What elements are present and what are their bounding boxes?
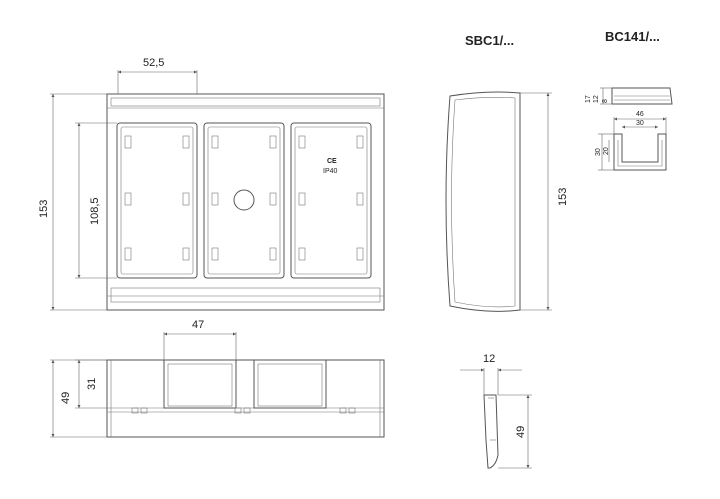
bc-outer-height: 30 bbox=[595, 148, 602, 156]
bottom-cutout-1 bbox=[163, 359, 237, 409]
bottom-cutout-2 bbox=[253, 359, 327, 409]
dim-small-height: 49 bbox=[515, 426, 527, 438]
bc141-profile: 17 12 8 bbox=[585, 87, 673, 105]
front-view: CE IP40 52,5 153 108,5 bbox=[38, 57, 385, 311]
dim-front-height: 153 bbox=[38, 200, 50, 218]
bc-dim-12: 12 bbox=[593, 95, 600, 103]
ip40-mark: IP40 bbox=[323, 168, 338, 175]
dim-bottom-inner-height: 31 bbox=[86, 378, 98, 390]
bottom-view: 47 49 31 bbox=[50, 319, 385, 438]
dim-bottom-height: 49 bbox=[60, 392, 72, 404]
front-cell-1 bbox=[116, 122, 198, 279]
side-profile bbox=[445, 91, 521, 312]
front-outer-frame bbox=[106, 93, 385, 311]
bc-outer-width: 46 bbox=[636, 111, 644, 118]
ce-mark: CE bbox=[327, 158, 337, 165]
cable-entry-hole bbox=[233, 189, 255, 211]
front-top-rail bbox=[110, 97, 381, 107]
bc141-channel bbox=[613, 133, 667, 171]
small-side-view: 12 49 bbox=[460, 353, 532, 469]
dim-front-width: 52,5 bbox=[143, 57, 164, 69]
title-bc141: BC141/... bbox=[605, 29, 660, 44]
bc-dim-17: 17 bbox=[585, 95, 592, 103]
dim-side-height: 153 bbox=[557, 188, 569, 206]
dim-small-width: 12 bbox=[483, 353, 495, 365]
bc141-top-profile bbox=[611, 87, 673, 105]
front-bottom-rail bbox=[110, 287, 381, 303]
bc141-section: 46 30 30 20 bbox=[595, 111, 667, 171]
front-cell-3 bbox=[290, 122, 372, 279]
title-sbc: SBC1/... bbox=[465, 33, 514, 48]
bottom-outer-frame bbox=[106, 359, 385, 438]
small-side-profile bbox=[483, 394, 499, 469]
dim-front-inner-height: 108,5 bbox=[89, 197, 101, 225]
side-view: 153 bbox=[445, 91, 569, 312]
bc-dim-8: 8 bbox=[602, 99, 609, 103]
front-cell-2 bbox=[203, 122, 285, 279]
dim-bottom-width: 47 bbox=[192, 319, 204, 331]
bc-inner-width: 30 bbox=[636, 120, 644, 127]
bc-inner-height: 20 bbox=[603, 147, 610, 155]
